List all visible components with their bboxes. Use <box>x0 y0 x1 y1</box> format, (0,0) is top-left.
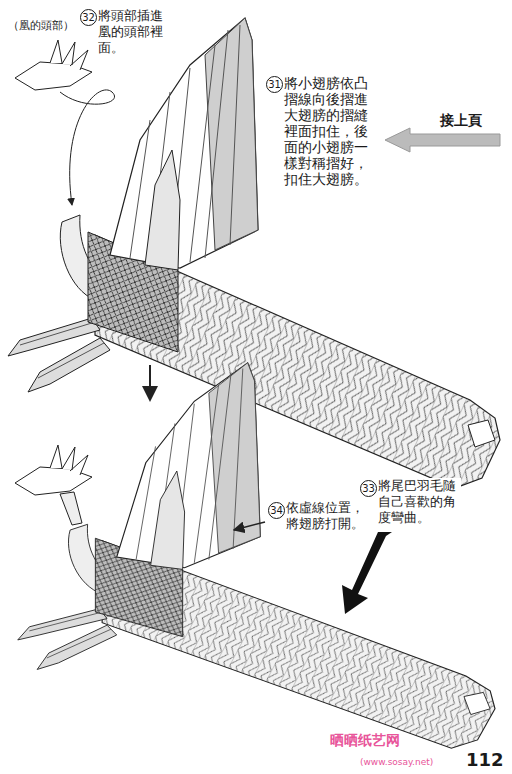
insert-leader <box>60 90 115 205</box>
next-arrow <box>385 128 500 152</box>
phoenix-figure-finished <box>18 363 495 748</box>
watermark: 晒晒纸艺网 <box>330 732 400 748</box>
page-number: 112 <box>466 752 504 768</box>
callout-number: 32 <box>80 9 97 26</box>
step-text: 將小翅膀依凸摺線向後摺進大翅膀的摺縫裡面扣住，後面的小翅膀一樣對稱摺好，扣住大翅… <box>284 75 374 187</box>
pointer-arrow <box>234 522 265 530</box>
continued-note: 接上頁 <box>440 112 482 128</box>
down-arrow <box>149 365 151 400</box>
bend-arrow <box>342 532 392 614</box>
callout-number: 33 <box>360 480 377 497</box>
separate-head <box>15 40 92 90</box>
callout-number: 31 <box>266 76 283 93</box>
part-label: （凰的頭部） <box>8 18 74 34</box>
watermark-url: (www.sosay.net) <box>360 754 433 770</box>
step-text: 依虛線位置，將翅膀打開。 <box>286 500 369 532</box>
neck-link <box>60 492 82 525</box>
attached-head <box>15 445 92 495</box>
step-text: 將頭部插進凰的頭部裡面。 <box>98 8 168 56</box>
step-text: 將尾巴羽毛隨自己喜歡的角度彎曲。 <box>378 478 461 526</box>
callout-number: 34 <box>268 502 285 519</box>
